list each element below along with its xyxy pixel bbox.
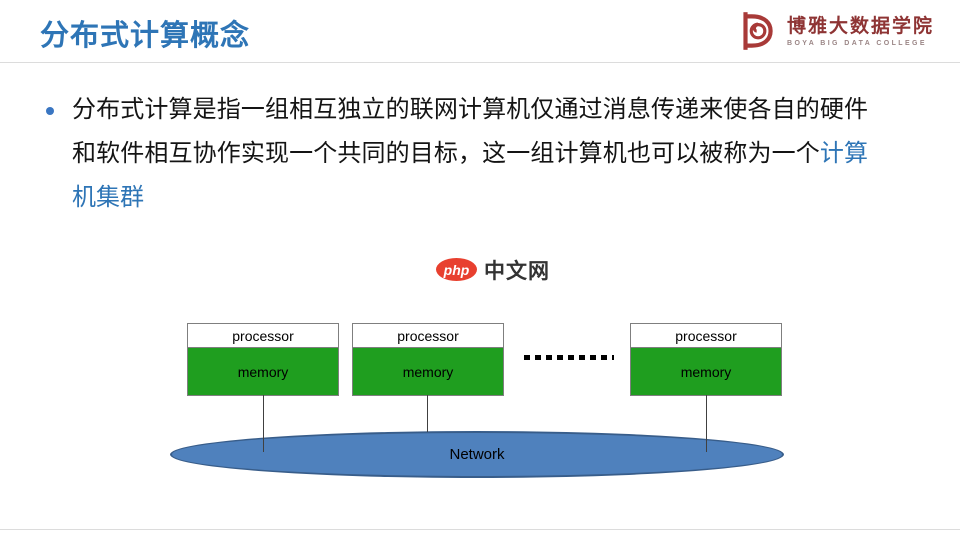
compute-node-1: processor memory — [187, 323, 339, 396]
memory-label: memory — [188, 348, 338, 395]
php-badge-icon: php — [436, 258, 477, 281]
page-title: 分布式计算概念 — [40, 20, 251, 52]
compute-node-2: processor memory — [352, 323, 504, 396]
processor-label: processor — [631, 324, 781, 348]
college-logo-icon — [743, 12, 773, 50]
ellipsis-dots-icon — [524, 355, 614, 360]
php-watermark: php 中文网 — [436, 256, 550, 283]
college-logo-text: 博雅大数据学院 BOYA BIG DATA COLLEGE — [787, 16, 934, 47]
paragraph-highlight: 计算机集群 — [72, 140, 868, 211]
processor-label: processor — [353, 324, 503, 348]
network-label: Network — [449, 446, 505, 463]
header-divider — [0, 62, 960, 63]
footer-divider — [0, 529, 960, 530]
connector-line-2 — [427, 395, 428, 432]
network-ellipse: Network — [170, 431, 784, 478]
php-site-text: 中文网 — [484, 259, 550, 283]
memory-label: memory — [631, 348, 781, 395]
college-logo: 博雅大数据学院 BOYA BIG DATA COLLEGE — [734, 6, 934, 56]
compute-node-3: processor memory — [630, 323, 782, 396]
paragraph-text: 分布式计算是指一组相互独立的联网计算机仅通过消息传递来使各自的硬件和软件相互协作… — [72, 96, 868, 167]
body-paragraph: 分布式计算是指一组相互独立的联网计算机仅通过消息传递来使各自的硬件和软件相互协作… — [72, 88, 868, 220]
connector-line-1 — [263, 395, 264, 452]
logo-en-text: BOYA BIG DATA COLLEGE — [786, 39, 927, 47]
processor-label: processor — [188, 324, 338, 348]
memory-label: memory — [353, 348, 503, 395]
connector-line-3 — [706, 395, 707, 452]
logo-cn-text: 博雅大数据学院 — [786, 15, 934, 37]
bullet-icon — [46, 107, 54, 115]
